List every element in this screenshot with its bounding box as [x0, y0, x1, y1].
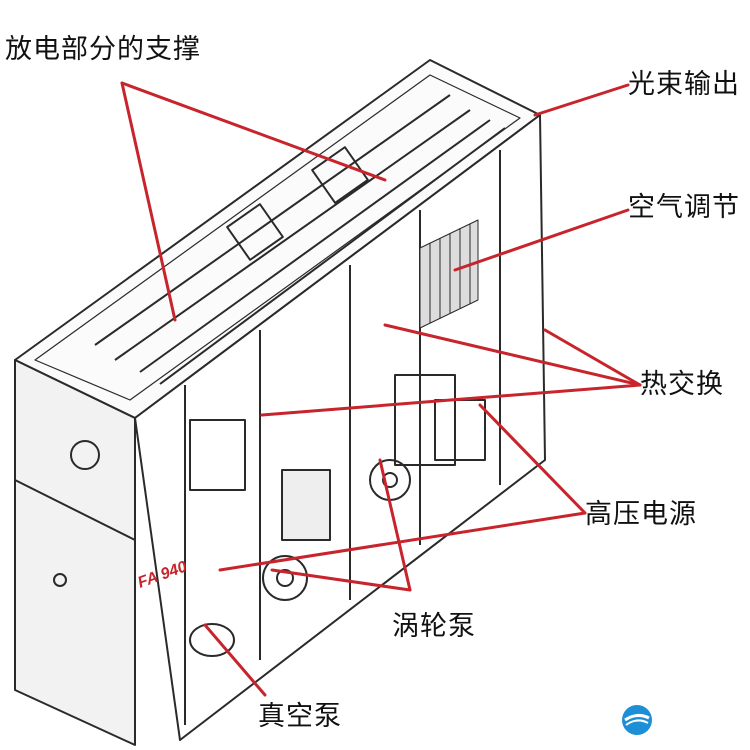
vacuum-pump-shape: [189, 623, 235, 657]
leader-heat-2: [260, 383, 642, 417]
label-beam-output: 光束输出: [628, 69, 740, 100]
turbo-pump-shape: [262, 555, 308, 601]
label-heat-exchanger: 热交换: [640, 369, 724, 400]
leader-discharge-2: [120, 81, 177, 322]
watermark-logo-icon: [622, 705, 652, 735]
leader-heat-1: [383, 323, 642, 387]
label-turbo-pump: 涡轮泵: [392, 611, 476, 642]
leader-discharge-1: [120, 81, 387, 182]
label-hv-power: 高压电源: [585, 499, 697, 530]
label-air-regulation: 空气调节: [628, 192, 740, 223]
leader-turbo-1: [270, 568, 412, 592]
front-panel: [14, 359, 136, 746]
leader-hv-1: [478, 403, 587, 515]
leader-air-regulation: [453, 208, 630, 272]
leader-heat-3: [543, 328, 642, 387]
leader-vacuum: [203, 623, 267, 697]
leader-turbo-2: [378, 458, 412, 592]
label-vacuum-pump: 真空泵: [258, 701, 342, 732]
leader-beam-output: [533, 83, 630, 117]
leader-hv-2: [218, 511, 587, 572]
label-discharge-support: 放电部分的支撑: [5, 34, 201, 65]
grille: [419, 219, 479, 329]
